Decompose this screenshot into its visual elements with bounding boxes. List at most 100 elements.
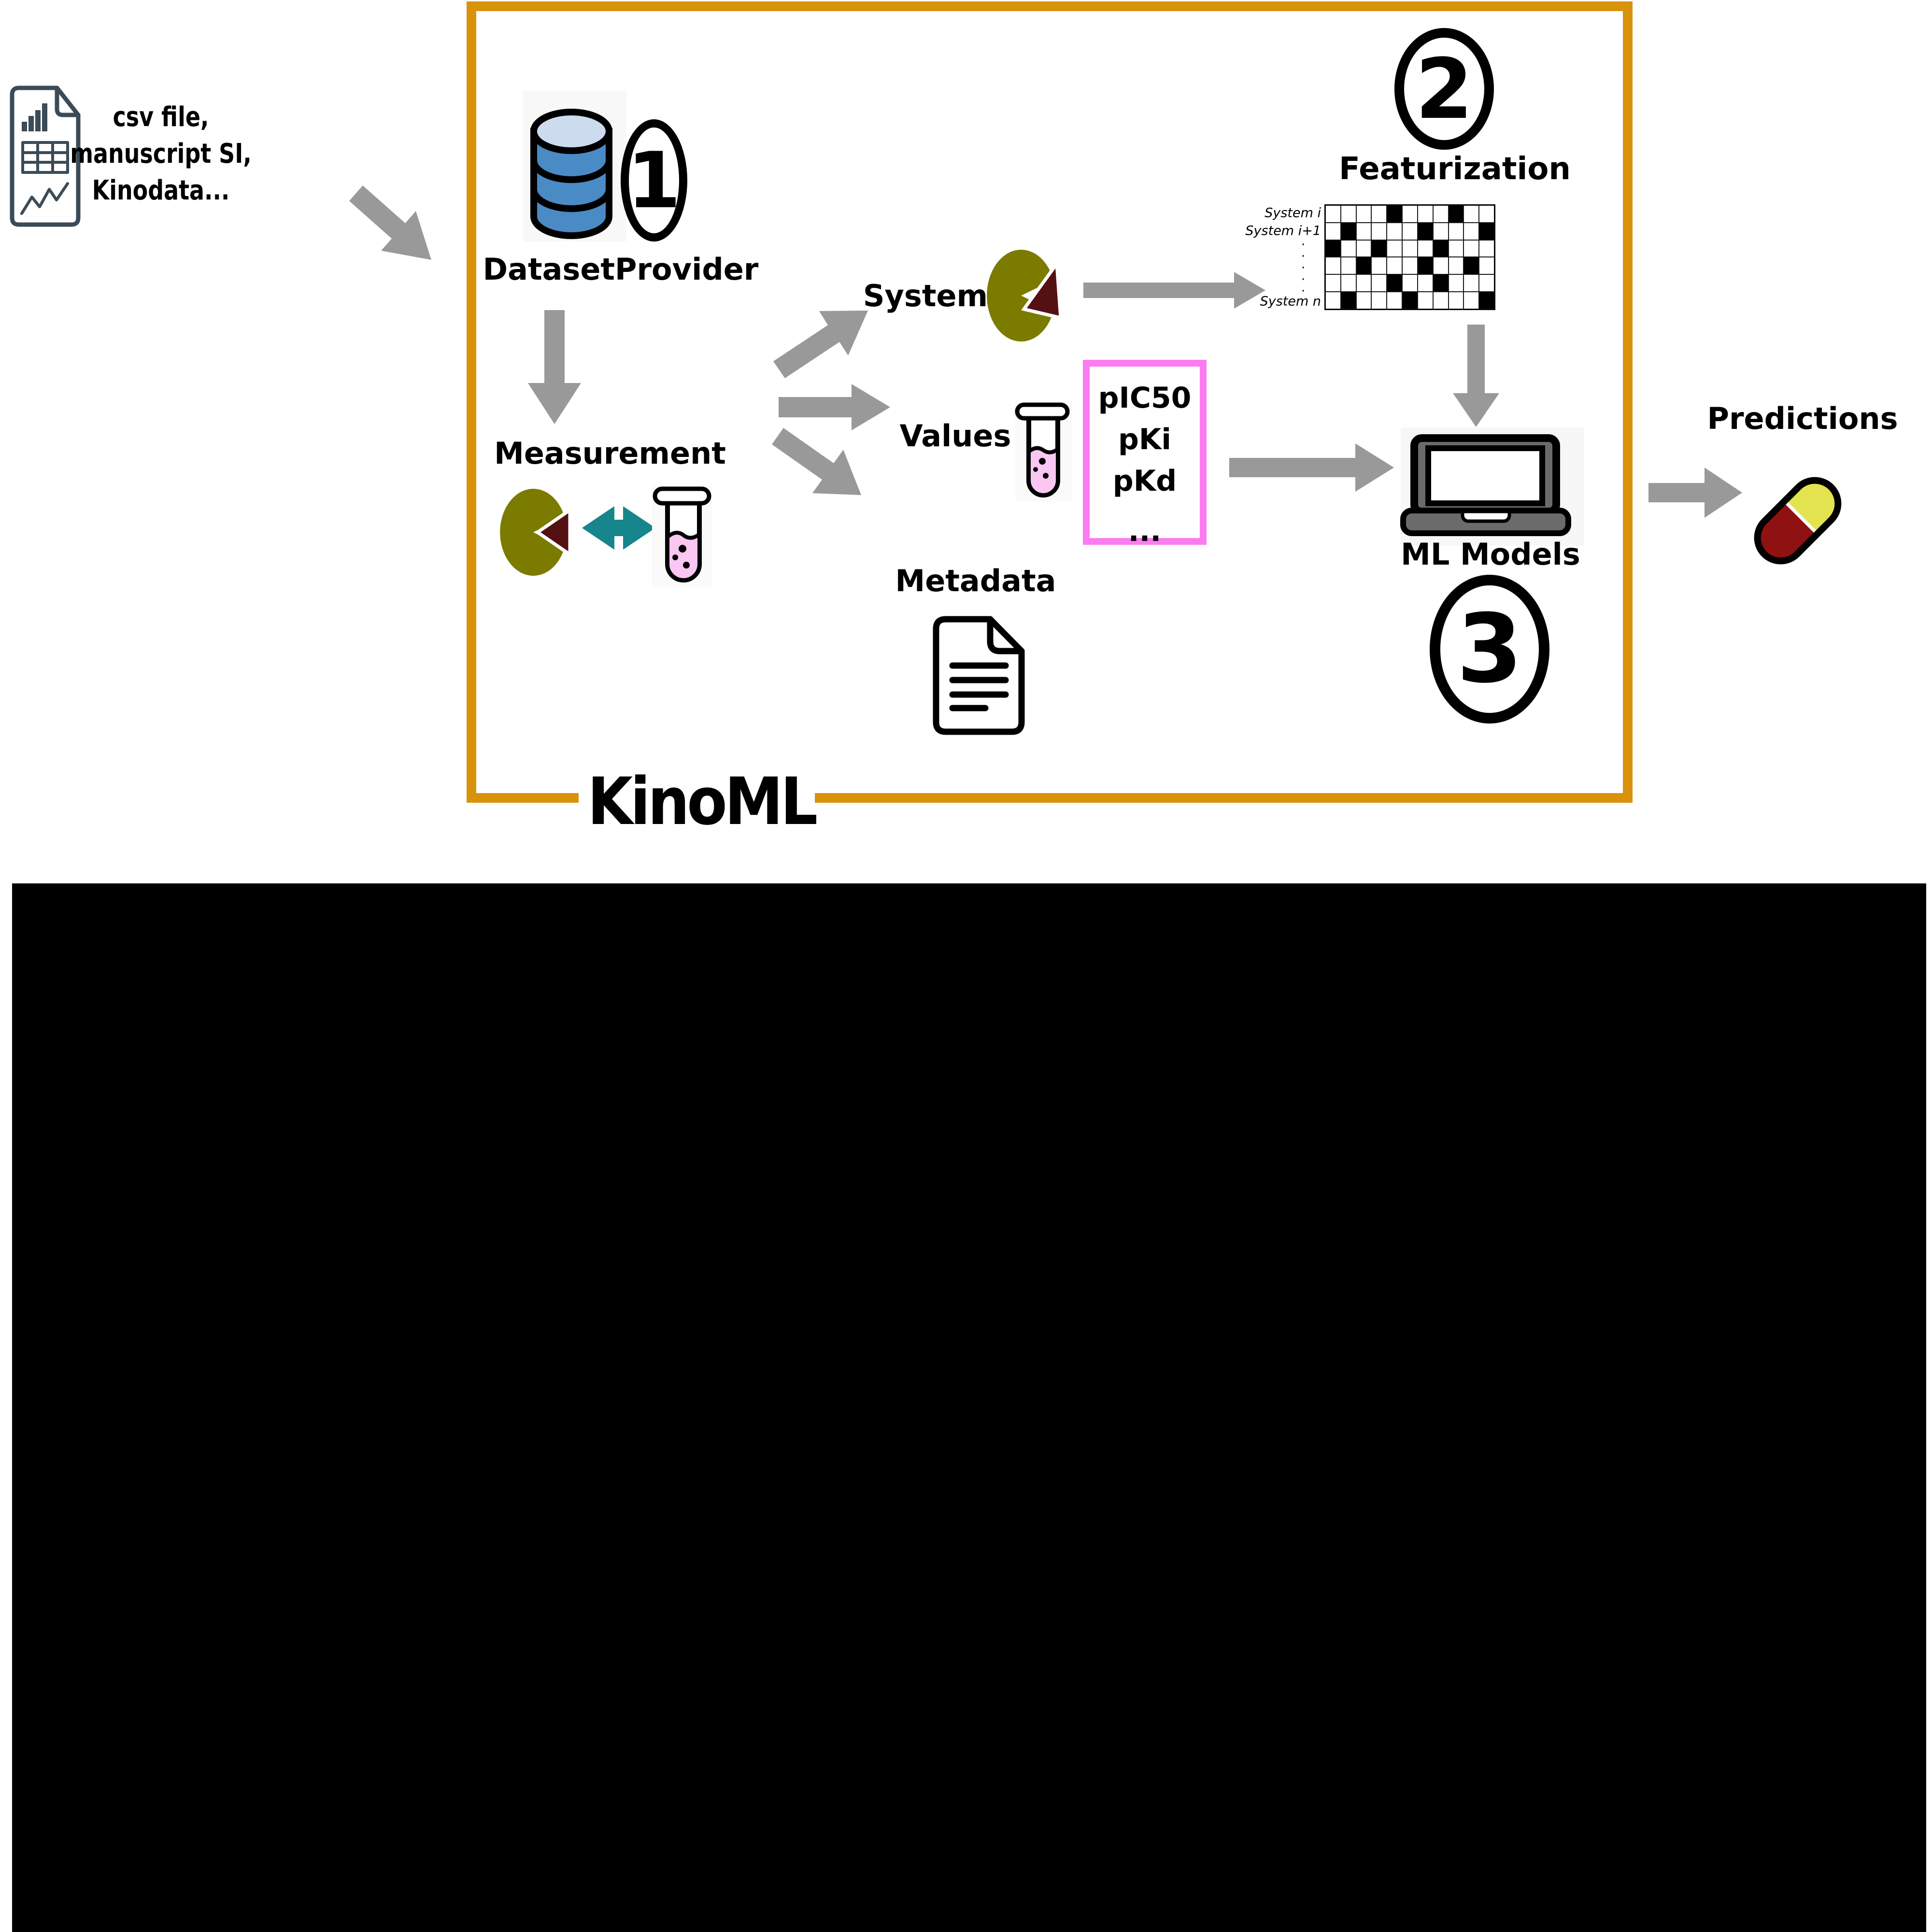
test-tube-icon-values — [1015, 402, 1072, 501]
matrix-cell-empty — [1325, 292, 1341, 309]
matrix-cell-empty — [1433, 257, 1449, 275]
arrow-measurement-to-system — [773, 311, 868, 378]
metadata-label: Metadata — [895, 563, 1056, 598]
test-tube-icon-measurement — [652, 486, 712, 587]
line-chart-glyph — [20, 182, 69, 215]
matrix-cell-empty — [1417, 274, 1433, 292]
matrix-ellipsis-dot: · — [1301, 272, 1306, 287]
matrix-cell-filled — [1433, 240, 1449, 257]
matrix-cell-empty — [1340, 240, 1356, 257]
document-icon-metadata — [933, 616, 1025, 735]
matrix-cell-empty — [1371, 222, 1387, 240]
kinoml-title: KinoML — [587, 764, 818, 839]
matrix-cell-empty — [1340, 205, 1356, 223]
arrow-mlmodels-to-predictions — [1648, 468, 1742, 518]
ml-models-label: ML Models — [1401, 537, 1580, 572]
arrow-input-to-box — [349, 185, 431, 260]
matrix-cell-empty — [1479, 240, 1494, 257]
measurement-label: Measurement — [494, 436, 726, 471]
matrix-cell-empty — [1402, 274, 1418, 292]
step-1-badge: 1 — [621, 119, 687, 242]
matrix-cell-empty — [1371, 274, 1387, 292]
values-label: Values — [899, 418, 1011, 454]
matrix-cell-filled — [1433, 274, 1449, 292]
kinoml-box-border-top — [467, 1, 1633, 11]
matrix-cell-filled — [1479, 292, 1494, 309]
matrix-cell-filled — [1356, 257, 1372, 275]
value-type-pic50: pIC50 — [1098, 381, 1192, 415]
step-3-number: 3 — [1456, 594, 1523, 704]
matrix-cell-empty — [1356, 205, 1372, 223]
matrix-cell-empty — [1463, 292, 1479, 309]
bar-chart-glyph — [22, 103, 47, 131]
matrix-cell-empty — [1402, 222, 1418, 240]
matrix-cell-empty — [1448, 274, 1464, 292]
table-grid-glyph — [21, 141, 69, 174]
matrix-cell-empty — [1387, 292, 1403, 309]
arrow-values-to-mlmodels — [1229, 443, 1394, 492]
matrix-cell-empty — [1463, 274, 1479, 292]
value-type-pki: pKi — [1118, 423, 1171, 456]
laptop-icon — [1400, 427, 1584, 546]
matrix-cell-empty — [1448, 292, 1464, 309]
matrix-cell-empty — [1371, 257, 1387, 275]
matrix-row-label-i: System i — [1264, 205, 1321, 221]
kinoml-box-border-bottom-left — [467, 793, 579, 803]
matrix-cell-empty — [1448, 222, 1464, 240]
matrix-cell-filled — [1402, 292, 1418, 309]
step-3-badge: 3 — [1430, 575, 1549, 724]
matrix-cell-filled — [1340, 222, 1356, 240]
step-1-number: 1 — [627, 135, 681, 226]
matrix-cell-empty — [1433, 205, 1449, 223]
matrix-cell-filled — [1371, 240, 1387, 257]
arrow-datasetprovider-to-measurement — [528, 310, 581, 424]
matrix-cell-empty — [1448, 240, 1464, 257]
datasetprovider-label: DatasetProvider — [483, 252, 759, 287]
matrix-cell-empty — [1417, 292, 1433, 309]
matrix-cell-empty — [1479, 274, 1494, 292]
system-label: System — [863, 278, 988, 313]
matrix-cell-filled — [1340, 292, 1356, 309]
arrow-matrix-to-mlmodels — [1453, 325, 1499, 427]
matrix-cell-empty — [1356, 292, 1372, 309]
matrix-cell-empty — [1479, 257, 1494, 275]
double-arrow-icon — [582, 506, 655, 550]
measurement-types-box: pIC50 pKi pKd ... — [1083, 360, 1207, 548]
matrix-cell-empty — [1356, 274, 1372, 292]
input-line-1: csv file, — [113, 101, 209, 133]
diagram-shapes — [10, 85, 1842, 735]
matrix-cell-empty — [1387, 240, 1403, 257]
arrow-system-to-matrix — [1083, 272, 1265, 309]
kinoml-box-border-right — [1623, 1, 1633, 803]
input-source-text: csv file, manuscript SI, Kinodata... — [70, 99, 252, 209]
matrix-cell-empty — [1371, 205, 1387, 223]
matrix-cell-empty — [1402, 240, 1418, 257]
matrix-cell-empty — [1417, 240, 1433, 257]
kinoml-box-border-left — [467, 1, 476, 803]
matrix-cell-empty — [1387, 222, 1403, 240]
matrix-cell-empty — [1340, 257, 1356, 275]
matrix-cell-empty — [1356, 222, 1372, 240]
matrix-cell-empty — [1325, 274, 1341, 292]
matrix-cell-filled — [1479, 222, 1494, 240]
matrix-cell-empty — [1371, 292, 1387, 309]
matrix-row-label-i1: System i+1 — [1245, 223, 1321, 239]
matrix-cell-filled — [1417, 222, 1433, 240]
value-type-ellipsis: ... — [1128, 514, 1162, 548]
matrix-cell-empty — [1463, 222, 1479, 240]
matrix-cell-empty — [1356, 240, 1372, 257]
matrix-ellipsis-dot: · — [1301, 238, 1306, 252]
matrix-cell-empty — [1417, 205, 1433, 223]
matrix-cell-empty — [1325, 205, 1341, 223]
predictions-label: Predictions — [1707, 401, 1898, 436]
step-2-badge: 2 — [1394, 28, 1494, 150]
featurization-label: Featurization — [1339, 151, 1571, 187]
matrix-cell-filled — [1448, 205, 1464, 223]
value-type-pkd: pKd — [1112, 464, 1177, 498]
matrix-cell-empty — [1479, 205, 1494, 223]
black-panel — [12, 883, 1926, 1932]
input-line-2: manuscript SI, — [70, 138, 252, 170]
pie-chart-icon-measurement — [500, 489, 572, 576]
arrow-measurement-to-metadata — [772, 428, 861, 495]
database-icon — [523, 91, 626, 242]
